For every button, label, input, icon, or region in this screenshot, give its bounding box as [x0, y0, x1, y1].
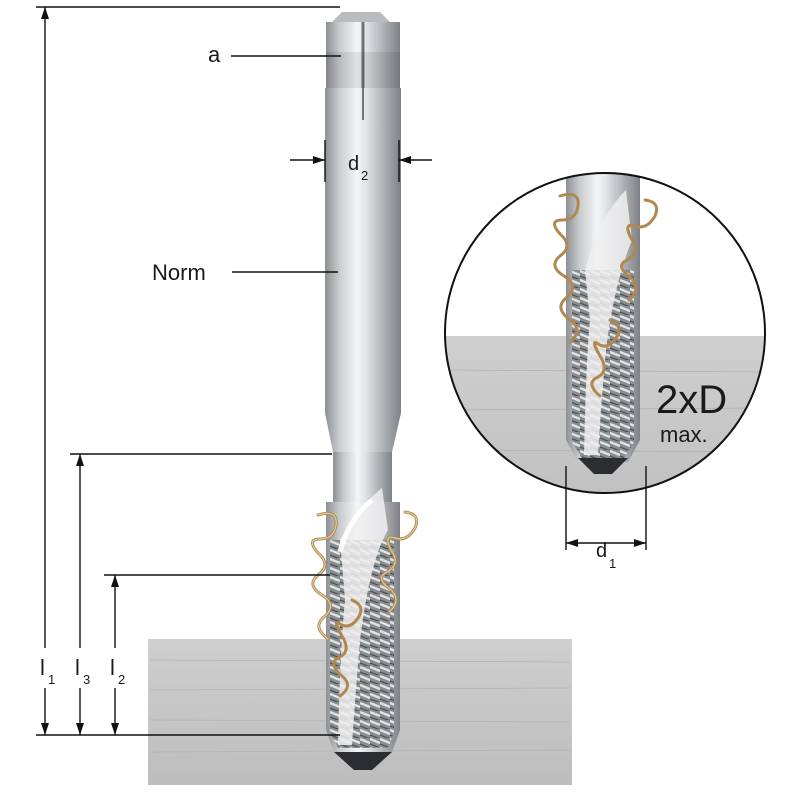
- d1-subscript: 1: [609, 556, 616, 571]
- norm-label: Norm: [152, 260, 206, 285]
- shank: [325, 88, 401, 413]
- detail-circle: [444, 172, 766, 494]
- length-dimensions: [36, 6, 340, 736]
- d1-dimension: [565, 466, 647, 550]
- depth-max-label: max.: [660, 422, 708, 447]
- l1-subscript: 1: [48, 672, 55, 687]
- l2-label: l: [110, 655, 115, 680]
- d1-label: d: [596, 540, 607, 562]
- a-label: a: [208, 42, 221, 67]
- d2-label: d: [348, 153, 359, 175]
- neck: [333, 452, 392, 502]
- d2-dimension: [290, 140, 432, 182]
- tap-tool: [325, 12, 401, 770]
- d2-subscript: 2: [361, 168, 368, 183]
- l2-subscript: 2: [118, 672, 125, 687]
- l3-subscript: 3: [83, 672, 90, 687]
- l3-label: l: [75, 655, 80, 680]
- l1-label: l: [40, 655, 45, 680]
- detail-circle-outline: [444, 172, 766, 494]
- depth-label: 2xD: [656, 378, 727, 422]
